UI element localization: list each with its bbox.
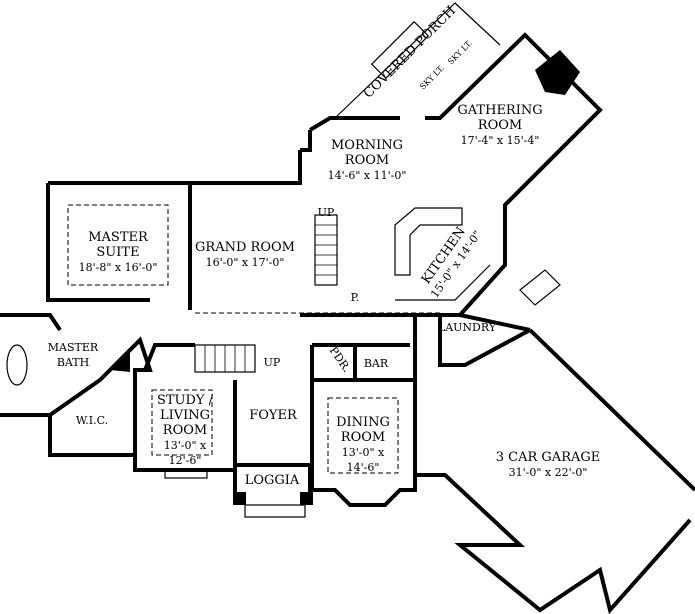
room-size: 16'-0" x 17'-0" (205, 256, 285, 269)
foyer-stair-up-label: UP (263, 356, 281, 369)
room-size: 14'-6" x 11'-0" (327, 169, 407, 182)
room-name: 3 CAR GARAGE (495, 450, 601, 465)
bathtub (6, 344, 28, 386)
fireplace (535, 50, 580, 95)
foyer-stair-treads (204, 345, 246, 372)
stair-treads (315, 224, 337, 276)
covered-porch-outline (334, 2, 501, 119)
room-name: DINING ROOM (336, 415, 390, 445)
kitchen-island (394, 207, 463, 276)
bar-label: BAR (363, 357, 389, 370)
room-name: MORNING ROOM (330, 138, 404, 168)
room-size: 31'-0" x 22'-0" (508, 466, 588, 479)
rear-stair (314, 214, 338, 286)
study-ceiling (151, 389, 213, 456)
room-size: 17'-4" x 15'-4" (460, 134, 540, 147)
master-bath-label: MASTER BATH (47, 341, 99, 369)
column-left (233, 492, 246, 505)
column-right (300, 492, 313, 505)
dining-ceiling (327, 397, 399, 474)
stair-up-label: UP (317, 206, 335, 219)
grand-room-walls (190, 130, 312, 185)
garage-walls (415, 328, 695, 614)
wic-label: W.I.C. (75, 414, 109, 427)
loggia-steps (244, 504, 306, 518)
room-name: STUDY / LIVING ROOM (156, 393, 214, 438)
kitchen-counter (395, 264, 491, 301)
study-window (164, 469, 208, 479)
room-name: GATHERING ROOM (457, 103, 543, 133)
room-size: 13'-0" x 14'-6" (341, 446, 385, 474)
foyer-label: FOYER (249, 408, 297, 423)
room-size: 13'-0" x 12'-6" (163, 439, 207, 467)
master-bath-walls (0, 313, 153, 457)
dining-walls (310, 343, 417, 507)
room-name: GRAND ROOM (195, 240, 295, 255)
morning-room-walls (308, 32, 603, 317)
porch-step (370, 20, 430, 80)
room-name: MASTER SUITE (88, 230, 148, 260)
garage-step (519, 269, 561, 306)
wall-pier (110, 350, 130, 372)
master-suite-ceiling (67, 204, 169, 286)
loggia-label: LOGGIA (244, 473, 300, 488)
laundry-label: LAUNDRY (437, 321, 497, 334)
service-walls (300, 313, 531, 380)
room-size: 18'-8" x 16'-0" (78, 261, 158, 274)
pantry-label: P. (350, 291, 360, 304)
